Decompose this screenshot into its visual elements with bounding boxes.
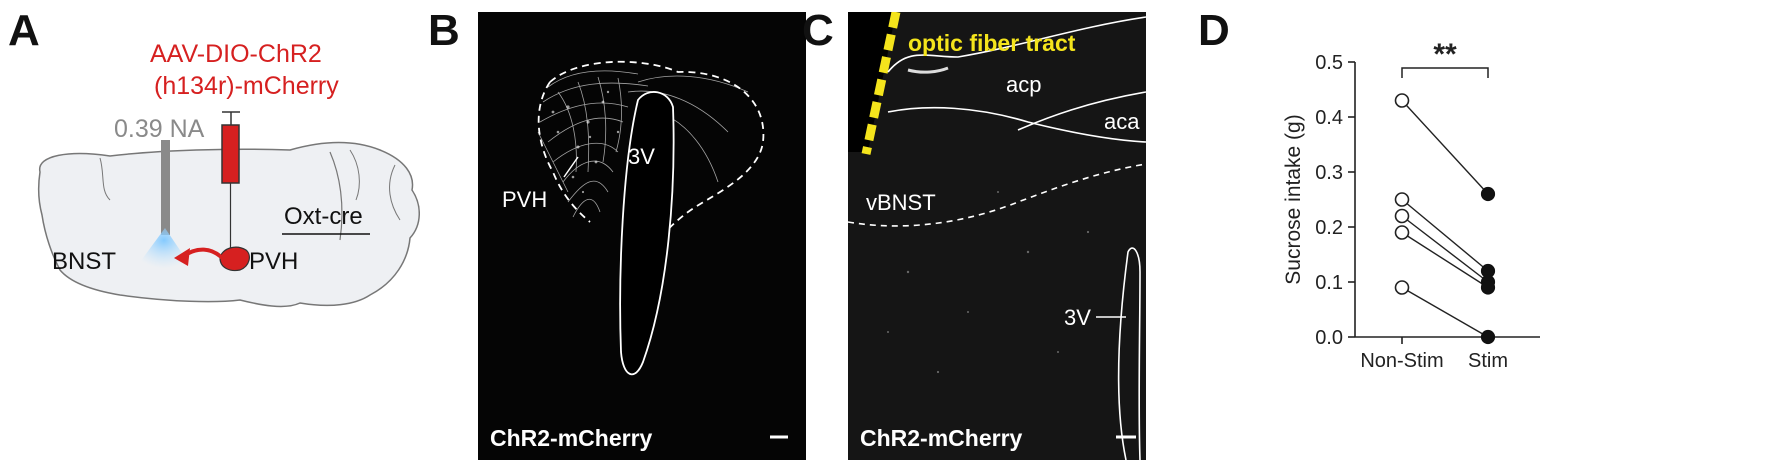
pair-line — [1401, 286, 1489, 338]
stim-point — [1480, 186, 1496, 202]
optic-fiber — [161, 140, 170, 235]
micrograph-c-acp-label: acp — [1006, 72, 1042, 97]
pvh-label: PVH — [249, 248, 299, 275]
panel-b-letter: B — [428, 6, 460, 55]
y-tick-label: 0.0 — [1315, 327, 1343, 349]
y-axis-label: Sucrose intake (g) — [1282, 114, 1305, 284]
pvh-nucleus — [219, 246, 250, 272]
non-stim-point — [1394, 192, 1410, 207]
micrograph-c — [848, 12, 1146, 460]
syringe-icon — [221, 124, 240, 184]
micrograph-c-aca-label: aca — [1104, 109, 1140, 134]
non-stim-point — [1394, 225, 1410, 240]
micrograph-c-drawing — [848, 12, 1146, 460]
significance-stars: ** — [1433, 38, 1457, 71]
stim-point — [1480, 280, 1496, 295]
mouse-line-label: Oxt-cre — [284, 203, 363, 230]
significance-bracket — [1401, 67, 1489, 78]
pair-line — [1401, 231, 1489, 289]
pair-line — [1401, 198, 1489, 272]
fiber-na-label: 0.39 NA — [114, 115, 205, 143]
panel-a-schematic — [37, 111, 420, 308]
non-stim-point — [1394, 280, 1410, 295]
panel-a-letter: A — [8, 6, 40, 55]
micrograph-b-pvh-label: PVH — [502, 187, 548, 212]
stim-point — [1480, 329, 1496, 345]
micrograph-b-caption: ChR2-mCherry — [490, 425, 653, 451]
panel-c-letter: C — [802, 6, 834, 55]
micrograph-c-caption: ChR2-mCherry — [860, 425, 1023, 451]
virus-label-line2: (h134r)-mCherry — [154, 72, 339, 100]
x-tick-label: Stim — [1468, 350, 1508, 372]
y-tick-label: 0.3 — [1315, 162, 1343, 184]
micrograph-b-drawing — [537, 60, 788, 439]
bnst-label: BNST — [52, 248, 117, 275]
panel-d-letter: D — [1198, 6, 1230, 55]
y-tick-label: 0.1 — [1315, 272, 1343, 294]
y-tick-label: 0.5 — [1315, 52, 1343, 74]
micrograph-c-3v-label: 3V — [1064, 305, 1091, 330]
non-stim-point — [1394, 93, 1410, 108]
pair-line — [1401, 100, 1489, 195]
micrograph-c-vbnst-label: vBNST — [866, 190, 936, 215]
x-tick-label: Non-Stim — [1360, 350, 1443, 372]
virus-label-line1: AAV-DIO-ChR2 — [150, 40, 322, 68]
y-tick-label: 0.4 — [1315, 107, 1343, 129]
non-stim-point — [1394, 208, 1410, 224]
pair-line — [1401, 215, 1489, 283]
micrograph-b-3v-label: 3V — [628, 144, 655, 169]
micrograph-b — [478, 12, 806, 460]
y-tick-label: 0.2 — [1315, 217, 1343, 239]
micrograph-c-tract-label: optic fiber tract — [908, 30, 1076, 56]
